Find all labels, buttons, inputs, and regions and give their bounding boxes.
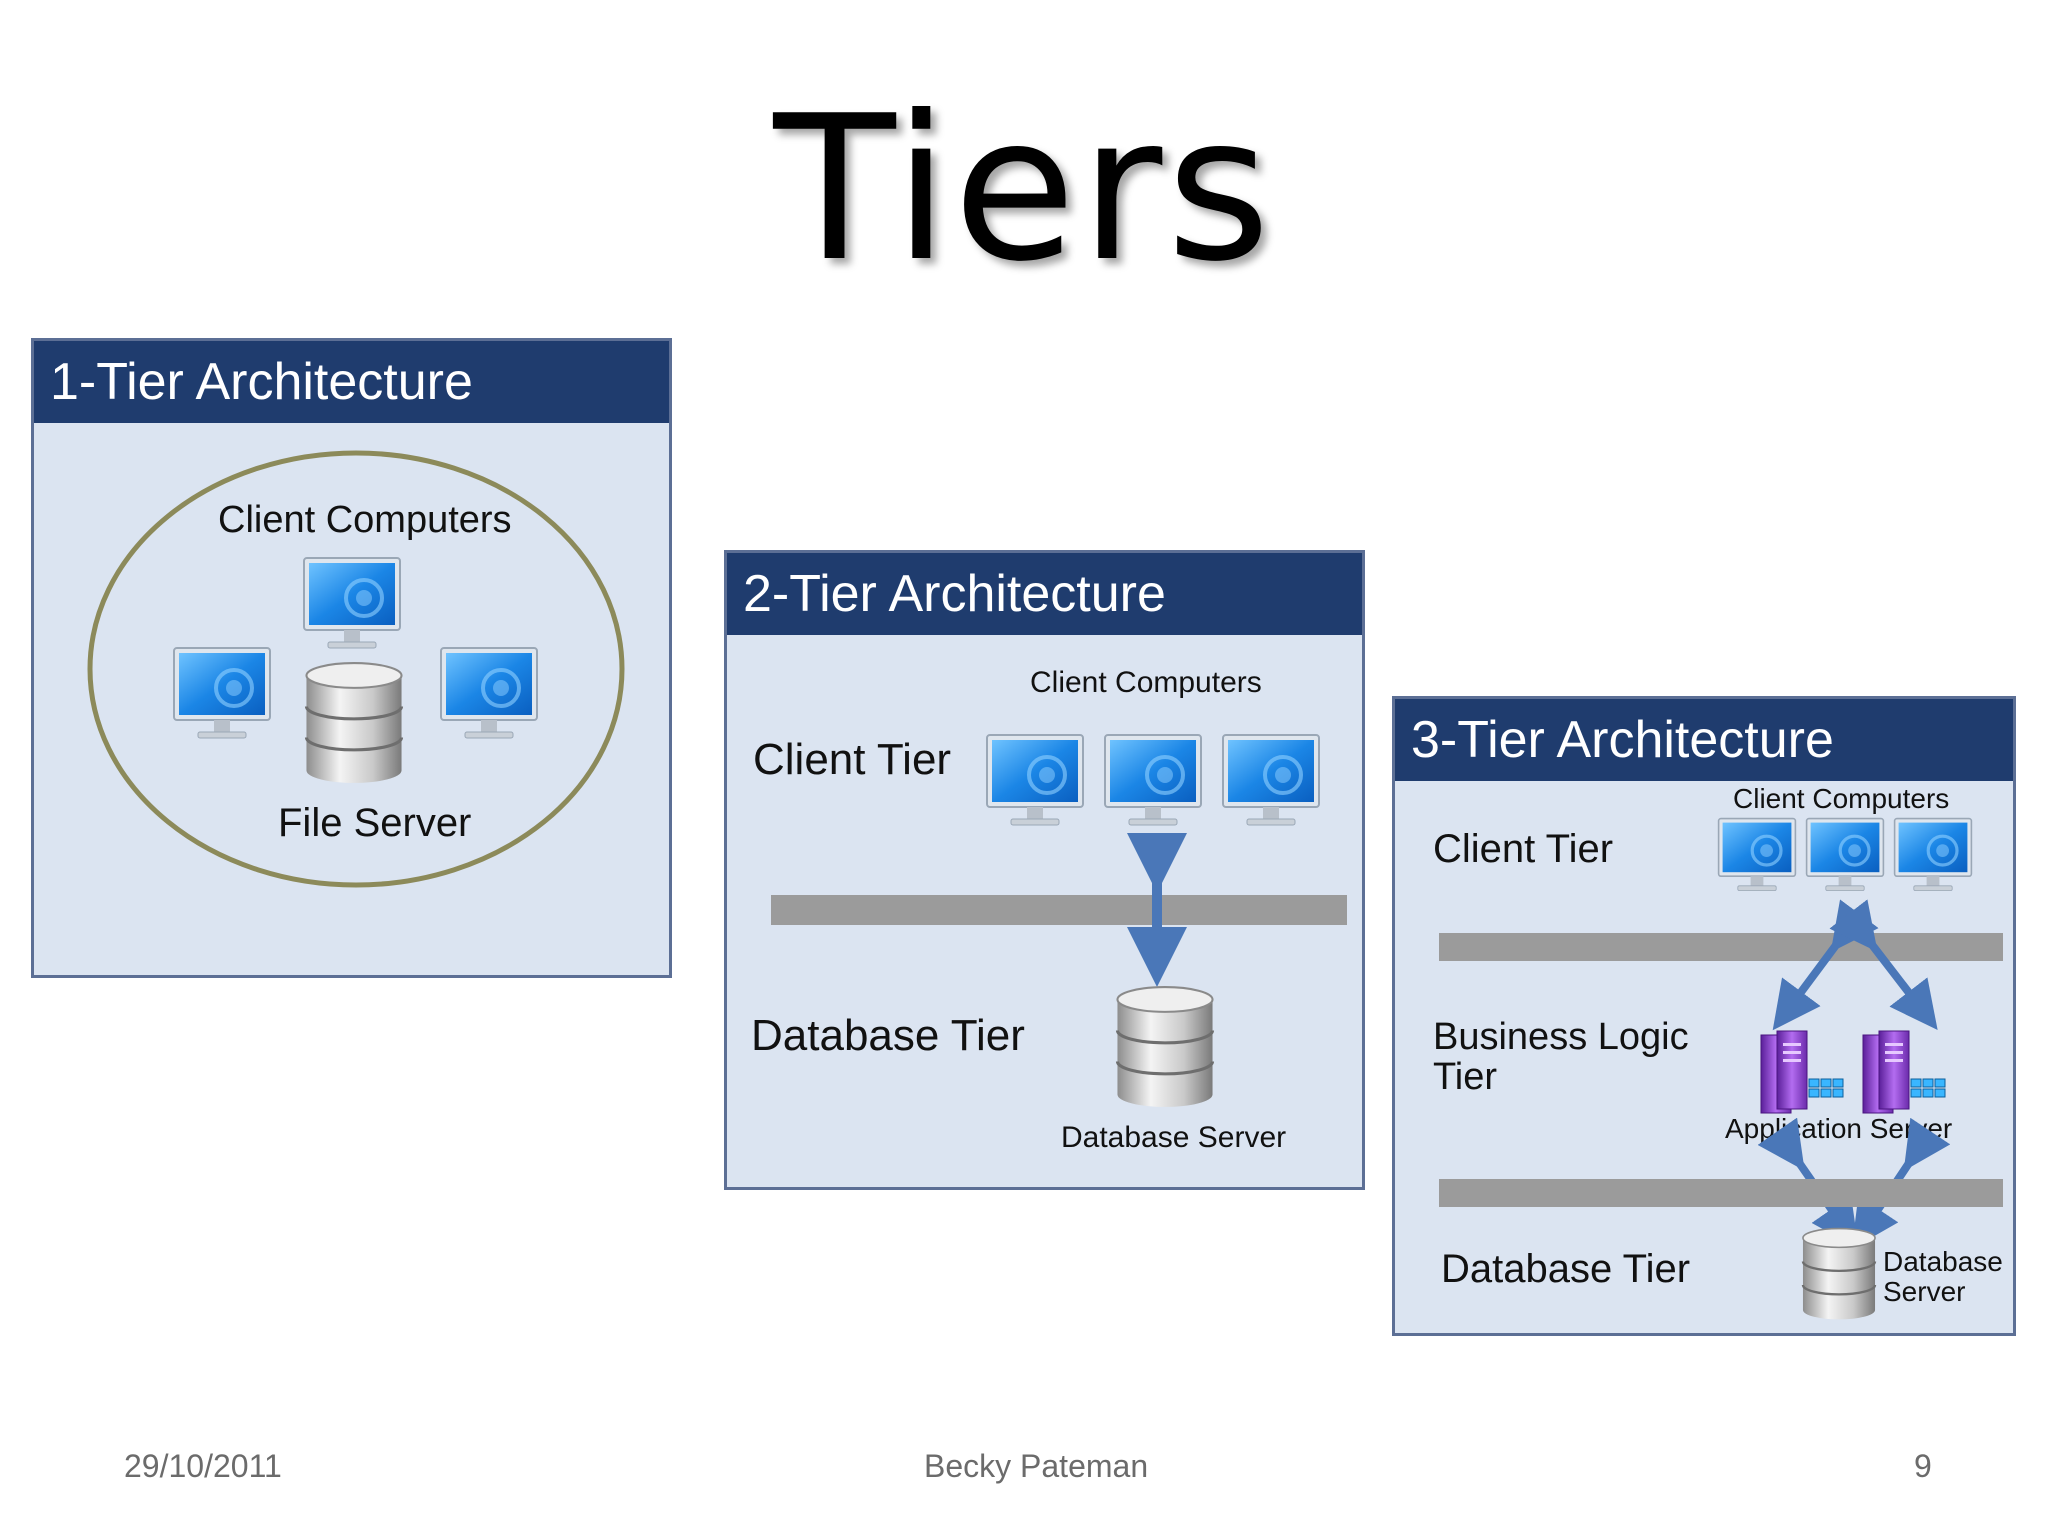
monitor-icon [1717,817,1797,893]
client-computers-label: Client Computers [1733,783,1950,814]
monitor-icon [1805,817,1885,893]
database-server-label: Database Server [1061,1121,1287,1154]
database-server-label: Database Server [1883,1247,2003,1307]
double-arrow-icon [1772,899,1938,1031]
monitor-icon [1103,733,1203,833]
database-icon [1115,985,1215,1109]
panel-3-tier: 3-Tier Architecture Client Computers Cli… [1392,696,2016,1336]
monitor-icon [1221,733,1321,833]
panel-2-tier: 2-Tier Architecture Client Computers Cli… [724,550,1365,1190]
tier-separator [1439,1179,2003,1207]
monitor-icon [439,646,539,746]
footer-page-number: 9 [1914,1448,1932,1484]
panel-header: 2-Tier Architecture [727,553,1362,635]
footer-date: 29/10/2011 [124,1448,282,1484]
panel-header: 3-Tier Architecture [1395,699,2013,781]
monitor-icon [172,646,272,746]
client-computers-label: Client Computers [218,499,512,541]
monitor-icon [1893,817,1973,893]
slide-title: Tiers [773,73,1275,306]
db-label-line2: Server [1883,1276,1966,1307]
db-label-line1: Database [1883,1246,2003,1277]
database-tier-label: Database Tier [751,1011,1025,1060]
panel-header: 1-Tier Architecture [34,341,669,423]
footer-author: Becky Pateman [924,1448,1149,1484]
app-server-icon [1862,1030,1946,1114]
business-logic-line2: Tier [1433,1056,1498,1098]
monitor-icon [302,556,402,656]
tier-separator [771,895,1347,925]
database-icon [304,661,404,785]
client-tier-label: Client Tier [1433,827,1614,871]
boundary-ellipse [87,450,625,888]
panel-1-tier: 1-Tier Architecture Client Computers Fil… [31,338,672,978]
file-server-label: File Server [278,801,472,845]
client-tier-label: Client Tier [753,735,952,784]
database-tier-label: Database Tier [1441,1247,1691,1291]
database-icon [1801,1227,1877,1321]
business-logic-tier-label: Business Logic Tier [1433,1017,1689,1097]
app-server-icon [1760,1030,1844,1114]
double-arrow-icon [1127,833,1187,987]
monitor-icon [985,733,1085,833]
client-computers-label: Client Computers [1030,666,1262,699]
business-logic-line1: Business Logic [1433,1016,1689,1058]
